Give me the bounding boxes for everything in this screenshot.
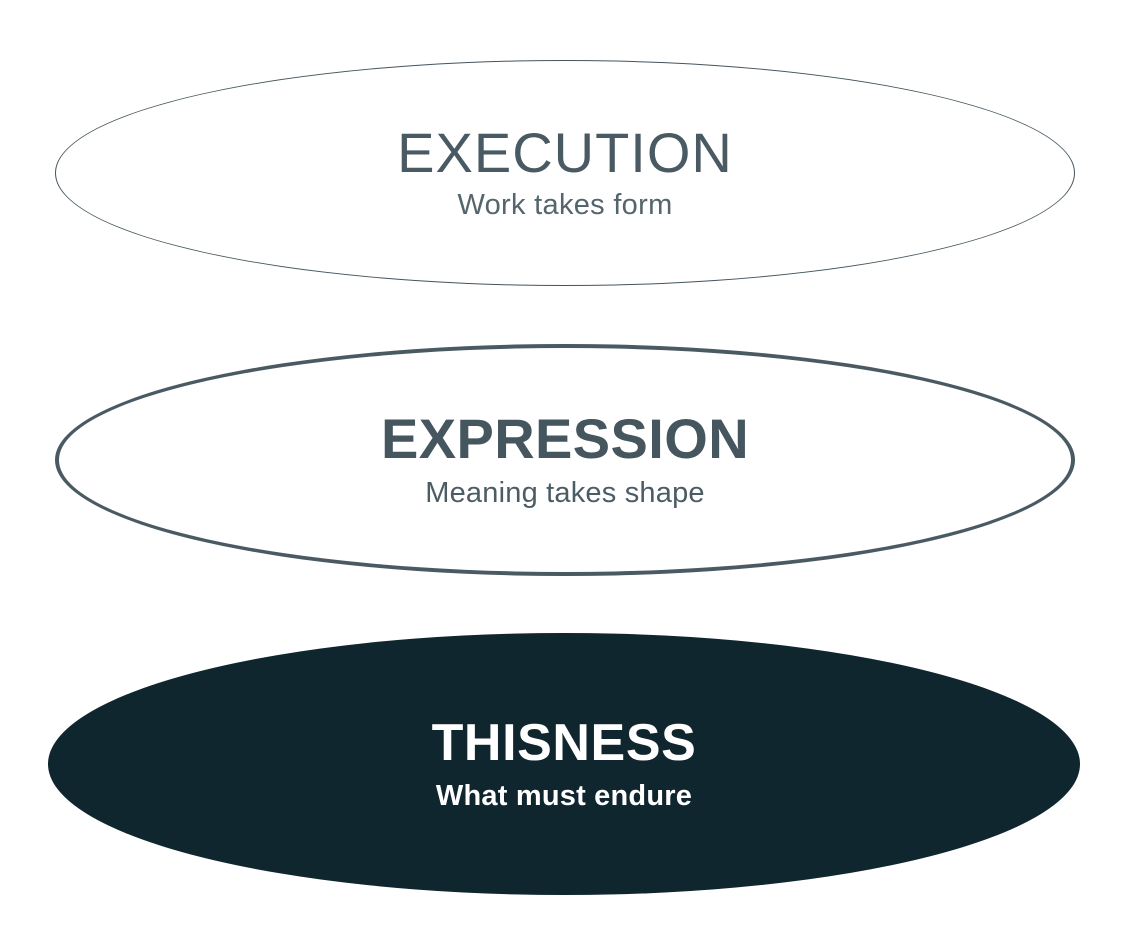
ellipse-layer-execution: EXECUTION Work takes form	[55, 60, 1075, 286]
layer-title-expression: EXPRESSION	[380, 407, 750, 471]
layer-subtitle-thisness: What must endure	[435, 779, 693, 812]
ellipse-layer-expression: EXPRESSION Meaning takes shape	[55, 344, 1075, 576]
ellipse-layer-thisness: THISNESS What must endure	[48, 633, 1080, 895]
layer-title-execution: EXECUTION	[397, 121, 733, 185]
layer-title-thisness: THISNESS	[431, 713, 697, 772]
layer-subtitle-expression: Meaning takes shape	[425, 476, 705, 509]
layer-subtitle-execution: Work takes form	[457, 188, 673, 221]
